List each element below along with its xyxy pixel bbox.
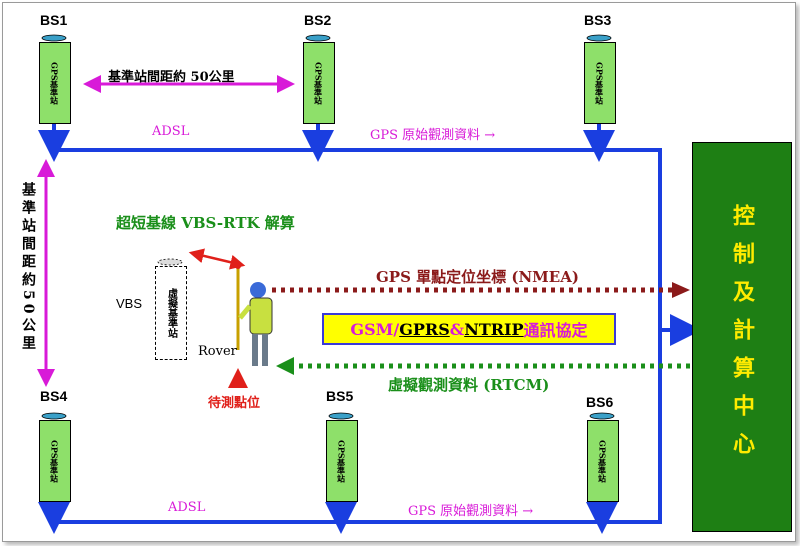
rover-label: Rover <box>198 344 237 359</box>
vbs-label: VBS <box>116 296 143 311</box>
nmea-label: GPS 單點定位坐標 (NMEA) <box>376 268 579 286</box>
control-center-box: 控制及計算中心 <box>692 142 792 532</box>
station-bs4: GPS基準站 <box>39 420 71 502</box>
raw-data-top-label: GPS 原始觀測資料 → <box>370 128 496 143</box>
rtcm-label: 虛擬觀測資料 (RTCM) <box>388 376 550 394</box>
antennas <box>41 34 615 420</box>
virtual-base-station: 虛擬基準站 <box>155 266 187 360</box>
raw-data-bottom-label: GPS 原始觀測資料 → <box>408 504 534 519</box>
adsl-bottom-label: ADSL <box>168 500 206 515</box>
bs2-label: BS2 <box>304 12 332 28</box>
gsm-protocol-box: GSM/GPRS & NTRIP 通訊協定 <box>322 313 616 345</box>
distance-vertical-label: 基準站間距約50公里 <box>20 182 36 354</box>
bs1-label: BS1 <box>40 12 68 28</box>
adsl-top-label: ADSL <box>152 124 190 139</box>
bs6-label: BS6 <box>586 394 614 410</box>
target-point-label: 待測點位 <box>208 396 261 411</box>
control-center-label: 控制及計算中心 <box>729 204 755 470</box>
vbs-rover-link <box>188 248 246 270</box>
top-bus-line <box>54 148 662 524</box>
bs3-label: BS3 <box>584 12 612 28</box>
station-bs3: GPS基準站 <box>584 42 616 124</box>
target-triangle <box>228 368 248 388</box>
distance-horizontal-label: 基準站間距約 50公里 <box>108 70 235 85</box>
bs5-label: BS5 <box>326 388 354 404</box>
bs4-label: BS4 <box>40 388 68 404</box>
station-bs2: GPS基準站 <box>303 42 335 124</box>
vbs-title: 超短基線 VBS-RTK 解算 <box>116 214 295 232</box>
station-bs5: GPS基準站 <box>326 420 358 502</box>
station-bs6: GPS基準站 <box>587 420 619 502</box>
station-bs1: GPS基準站 <box>39 42 71 124</box>
